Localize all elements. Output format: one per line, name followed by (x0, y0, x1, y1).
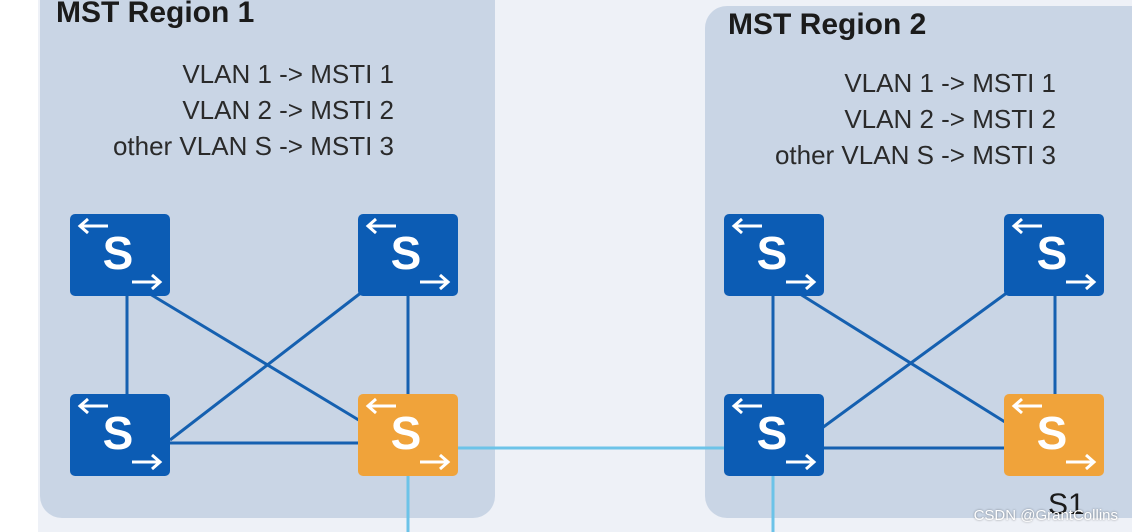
switch-label: S (390, 227, 422, 279)
switch-r1-top-right: S (358, 214, 458, 296)
switch-arrows-icon (365, 397, 451, 471)
switch-s1-label: S1 (1048, 488, 1085, 521)
link-r1-tr-bl (169, 290, 363, 442)
region-2-title: MST Region 2 (728, 8, 927, 41)
mapping-line: VLAN 1 -> MSTI 1 (844, 68, 1056, 98)
switch-arrows-icon (1011, 217, 1097, 291)
mapping-line: VLAN 2 -> MSTI 2 (182, 95, 394, 125)
switch-r1-top-left: S (70, 214, 170, 296)
switch-arrows-icon (731, 217, 817, 291)
region-1-mappings: VLAN 1 -> MSTI 1 VLAN 2 -> MSTI 2 other … (113, 56, 394, 164)
link-r2-tl-br (799, 292, 1006, 424)
switch-r1-bottom-right-boundary: S (358, 394, 458, 476)
switch-arrows-icon (77, 217, 163, 291)
switch-r2-top-left: S (724, 214, 824, 296)
switch-r2-bottom-right-boundary: S (1004, 394, 1104, 476)
mapping-line: VLAN 2 -> MSTI 2 (844, 104, 1056, 134)
region-1-title: MST Region 1 (56, 0, 255, 29)
switch-arrows-icon (1011, 397, 1097, 471)
switch-r1-bottom-left: S (70, 394, 170, 476)
switch-label: S (390, 407, 422, 459)
mapping-line: other VLAN S -> MSTI 3 (774, 140, 1056, 170)
switch-label: S (756, 227, 788, 279)
switch-label: S (102, 407, 134, 459)
switch-label: S (102, 227, 134, 279)
link-r2-tr-bl (821, 290, 1009, 430)
watermark: CSDN @GrantCollins (973, 507, 1118, 524)
link-r1-tl-br (149, 292, 363, 424)
switch-label: S (756, 407, 788, 459)
switch-arrows-icon (731, 397, 817, 471)
switch-arrows-icon (77, 397, 163, 471)
switch-label: S (1036, 407, 1068, 459)
switch-arrows-icon (365, 217, 451, 291)
switch-r2-bottom-left: S (724, 394, 824, 476)
switch-r2-top-right: S (1004, 214, 1104, 296)
region-2-mappings: VLAN 1 -> MSTI 1 VLAN 2 -> MSTI 2 other … (775, 65, 1056, 173)
mapping-line: other VLAN S -> MSTI 3 (112, 131, 394, 161)
switch-label: S (1036, 227, 1068, 279)
mapping-line: VLAN 1 -> MSTI 1 (182, 59, 394, 89)
